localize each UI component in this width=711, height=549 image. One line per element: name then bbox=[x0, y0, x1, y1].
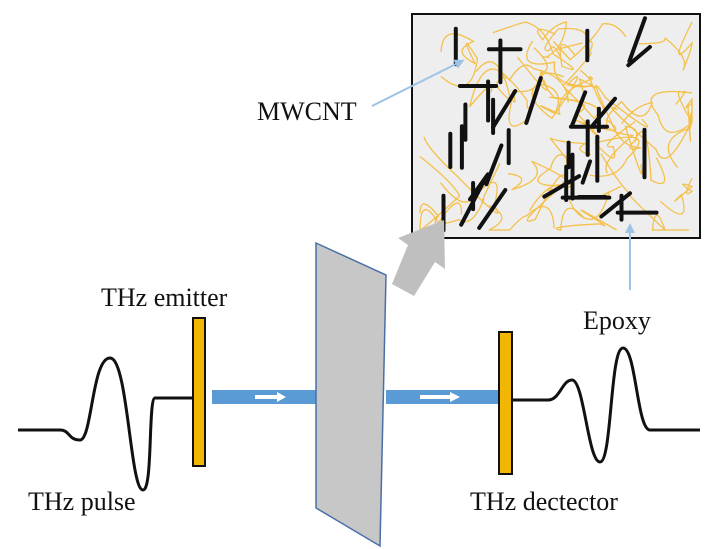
nanotube bbox=[599, 191, 632, 219]
epoxy-fiber bbox=[544, 27, 593, 57]
epoxy-fiber bbox=[536, 76, 607, 116]
epoxy-fibers bbox=[419, 21, 694, 231]
nanotube bbox=[477, 188, 508, 230]
nanotube bbox=[468, 172, 490, 202]
carbon-nanotubes bbox=[441, 16, 659, 233]
epoxy-fiber bbox=[624, 125, 666, 185]
zoom-arrow bbox=[392, 220, 445, 296]
epoxy-fiber bbox=[526, 40, 596, 97]
nanotube bbox=[569, 90, 588, 129]
epoxy-fiber bbox=[496, 69, 543, 127]
nanotube bbox=[626, 45, 652, 68]
epoxy-fiber bbox=[611, 104, 692, 160]
nanotube bbox=[491, 89, 518, 129]
epoxy-fiber bbox=[553, 23, 627, 61]
emitter-label: THz emitter bbox=[101, 283, 228, 312]
thz-emitter bbox=[192, 317, 206, 467]
epoxy-fiber bbox=[555, 207, 617, 231]
thz-detector bbox=[498, 331, 513, 475]
epoxy-fiber bbox=[508, 160, 572, 212]
input-pulse-waveform bbox=[18, 356, 193, 492]
epoxy-fiber bbox=[440, 33, 479, 87]
epoxy-fiber bbox=[419, 162, 501, 225]
nanotube bbox=[580, 159, 592, 185]
nanotube bbox=[591, 96, 617, 127]
epoxy-fiber bbox=[667, 97, 693, 169]
nanotube bbox=[627, 16, 647, 64]
epoxy-fiber bbox=[595, 84, 649, 150]
epoxy-fiber bbox=[638, 21, 693, 71]
sample-plate bbox=[315, 241, 387, 548]
nanotube bbox=[524, 76, 543, 125]
epoxy-fiber bbox=[492, 21, 576, 70]
epoxy-fiber bbox=[605, 100, 654, 174]
epoxy-fiber bbox=[516, 56, 593, 120]
beam-direction-arrow-1 bbox=[255, 392, 286, 402]
mwcnt-pointer bbox=[371, 59, 465, 107]
epoxy-fiber bbox=[537, 21, 568, 59]
detector-label: THz dectector bbox=[470, 487, 618, 516]
mwcnt-label: MWCNT bbox=[257, 97, 357, 126]
detected-pulse-waveform bbox=[512, 346, 700, 464]
pulse-label: THz pulse bbox=[28, 487, 136, 516]
epoxy-fiber bbox=[650, 90, 693, 133]
epoxy-fiber bbox=[600, 153, 689, 231]
nanotube bbox=[542, 174, 582, 199]
beam-direction-arrow-2 bbox=[420, 392, 460, 402]
epoxy-fiber bbox=[488, 204, 555, 231]
nanotube bbox=[484, 143, 504, 187]
epoxy-label: Epoxy bbox=[583, 306, 651, 335]
epoxy-fiber bbox=[659, 177, 694, 215]
